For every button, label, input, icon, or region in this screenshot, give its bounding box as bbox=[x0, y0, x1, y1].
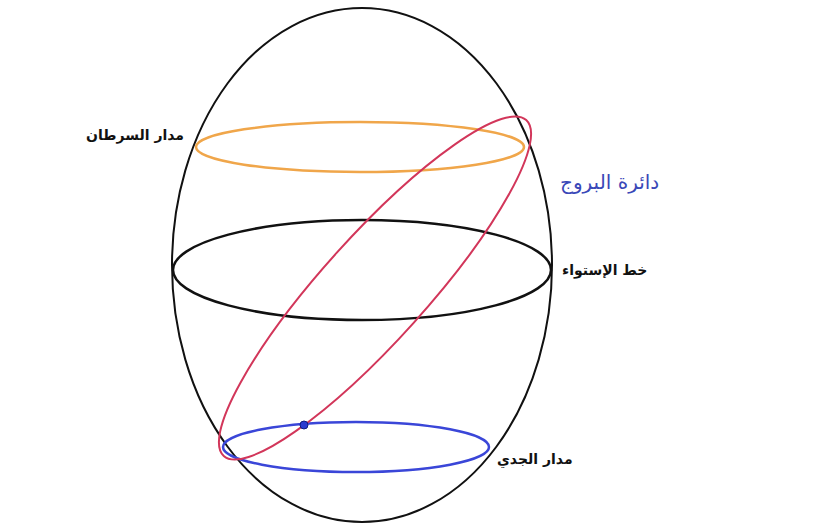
tropic-of-cancer bbox=[196, 122, 524, 172]
ecliptic bbox=[185, 85, 565, 490]
equator bbox=[173, 220, 551, 320]
sun-point bbox=[300, 421, 308, 429]
ecliptic-label: دائرة البروج bbox=[560, 170, 659, 194]
equator-label: خط الإستواء bbox=[562, 262, 647, 279]
tropic-label: مدار السرطان bbox=[86, 127, 184, 144]
tropic-label: مدار الجدي bbox=[497, 451, 573, 468]
tropic-of-capricorn bbox=[223, 422, 489, 472]
sphere-outline bbox=[172, 8, 552, 522]
